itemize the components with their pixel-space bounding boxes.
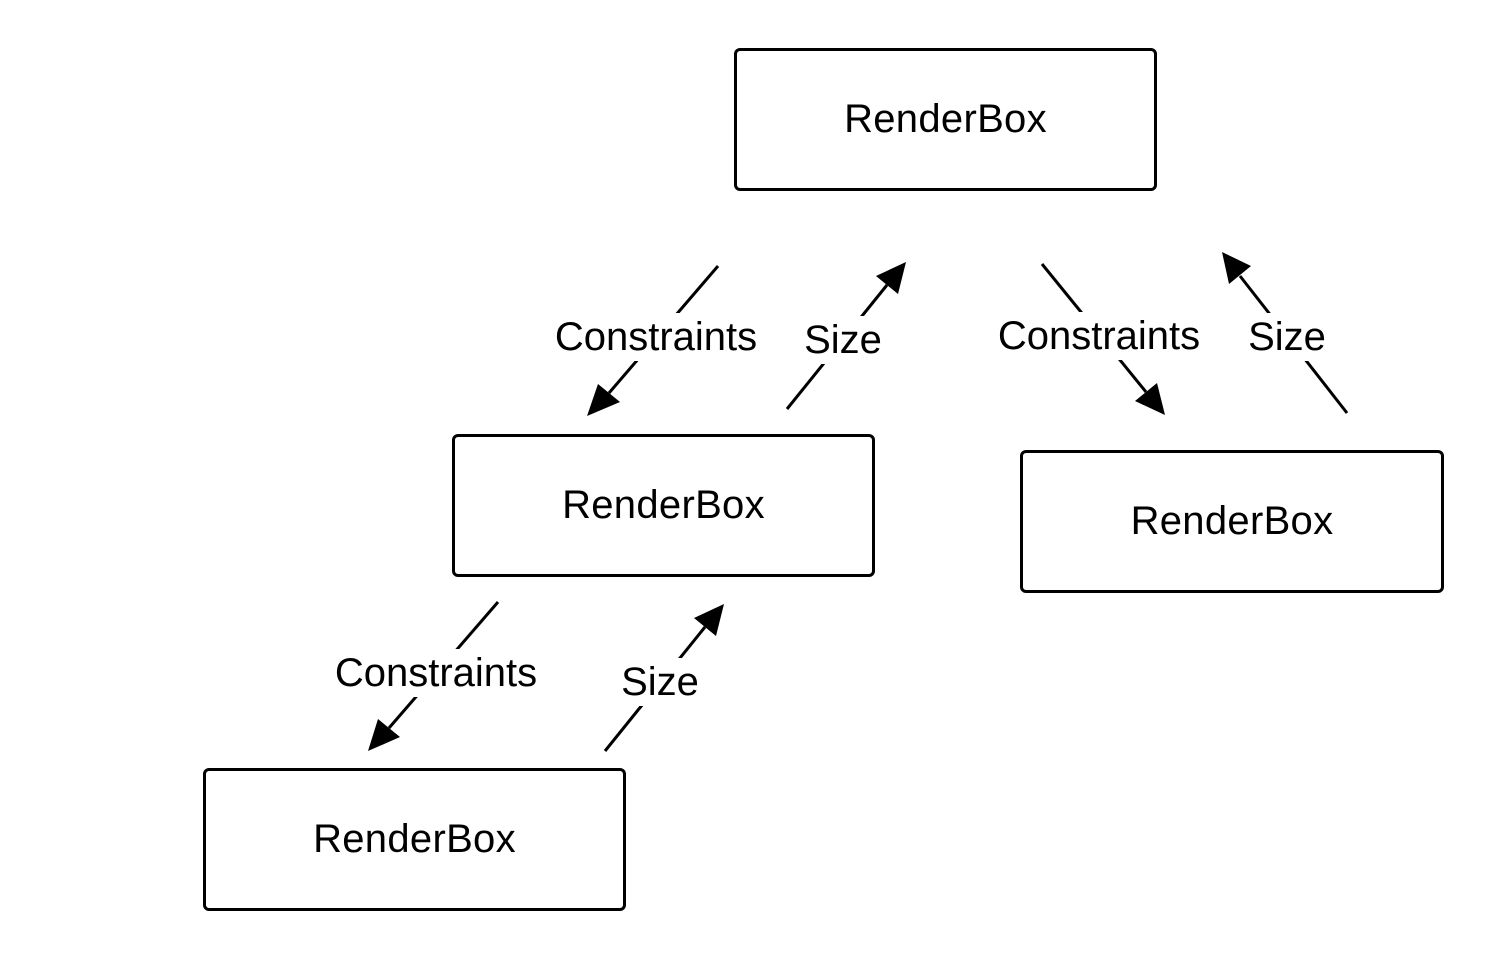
node-label: RenderBox (844, 97, 1047, 141)
edge-label-grand-to-left-size: Size (617, 658, 703, 706)
arrowhead-icon (368, 719, 400, 751)
node-child-right-renderbox: RenderBox (1020, 450, 1444, 593)
node-label: RenderBox (562, 483, 765, 527)
node-label: RenderBox (313, 817, 516, 861)
arrowhead-icon (1222, 252, 1251, 284)
edge-label-left-to-grand-constraints: Constraints (330, 649, 542, 697)
node-label: RenderBox (1130, 499, 1334, 543)
arrowhead-icon (587, 384, 620, 416)
node-child-left-renderbox: RenderBox (452, 434, 875, 577)
arrowhead-icon (1135, 383, 1165, 415)
arrowhead-icon (694, 604, 724, 636)
edge-label-left-to-root-size: Size (800, 316, 886, 364)
edge-label-right-to-root-size: Size (1244, 313, 1330, 361)
arrowhead-icon (876, 262, 906, 294)
edge-label-root-to-left-constraints: Constraints (550, 313, 762, 361)
node-grandchild-renderbox: RenderBox (203, 768, 626, 911)
edge-label-root-to-right-constraints: Constraints (993, 312, 1205, 360)
node-root-renderbox: RenderBox (734, 48, 1157, 191)
